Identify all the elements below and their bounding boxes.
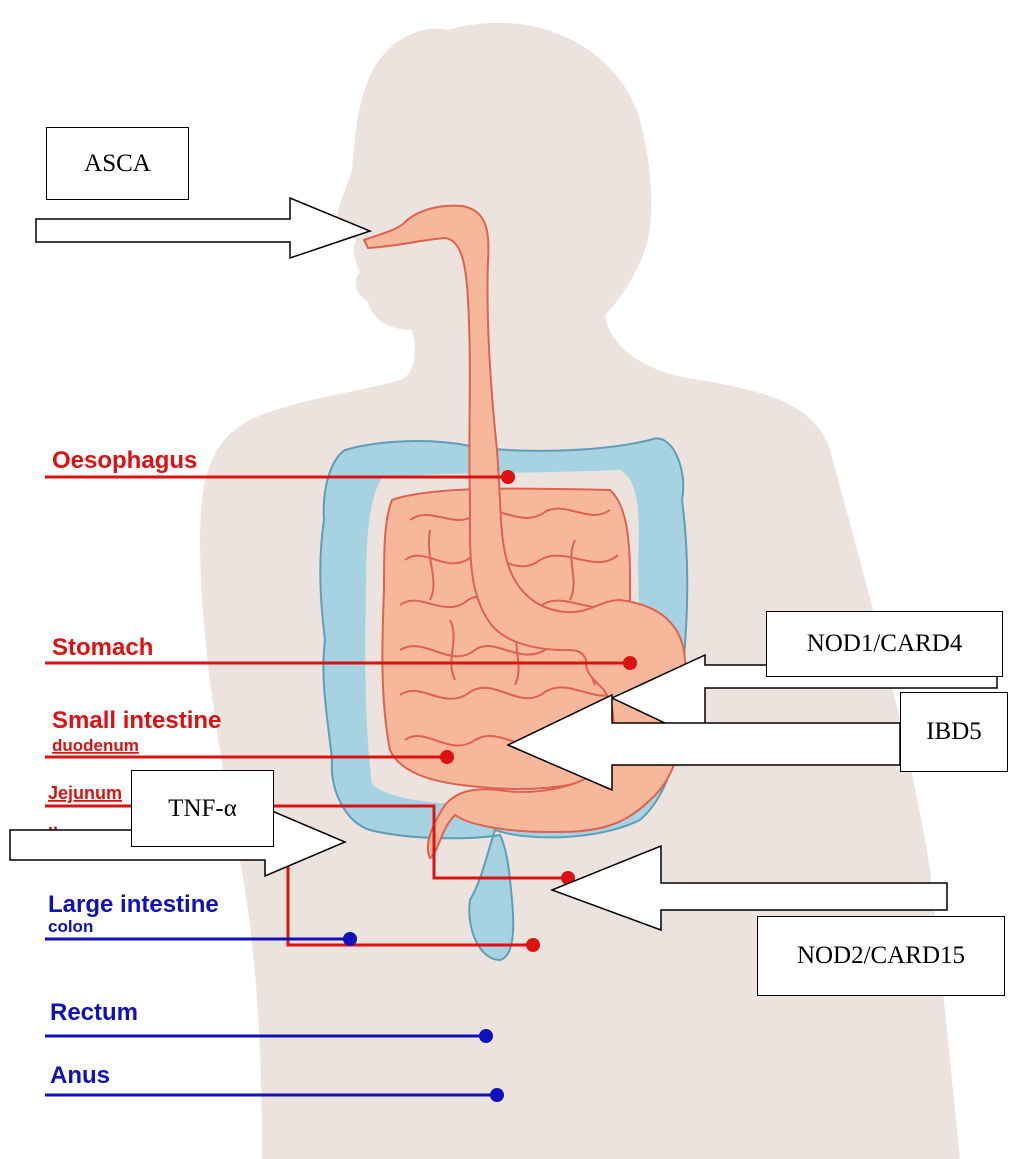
asca-arrow [36,198,370,258]
colon-dot [343,932,357,946]
duodenum-label: duodenum [52,736,139,755]
nod1-card4-text: NOD1/CARD4 [807,630,963,658]
anus-label: Anus [50,1062,110,1089]
large-intestine-label: Large intestine [48,891,219,918]
asca-text: ASCA [84,150,151,178]
colon-label: colon [48,917,93,936]
anus-dot [490,1088,504,1102]
stomach-dot [623,656,637,670]
nod2-card15-box: NOD2/CARD15 [757,916,1005,996]
rectum-label: Rectum [50,999,138,1026]
nod1-card4-box: NOD1/CARD4 [766,611,1003,677]
ibd5-text: IBD5 [926,718,982,746]
rectum-dot [479,1029,493,1043]
tnf-alpha-box: TNF-α [131,770,274,847]
nod2-card15-text: NOD2/CARD15 [797,942,965,970]
small-intestine-label: Small intestine [52,707,221,734]
tnf-alpha-text: TNF-α [168,795,237,823]
oesophagus-dot [501,470,515,484]
ileum-dot [526,938,540,952]
jejunum-label: Jejunum [48,783,122,803]
stomach-label: Stomach [52,634,153,661]
asca-box: ASCA [46,127,189,200]
oesophagus-label: Oesophagus [52,447,197,474]
duodenum-dot [440,750,454,764]
ibd5-box: IBD5 [900,692,1008,772]
